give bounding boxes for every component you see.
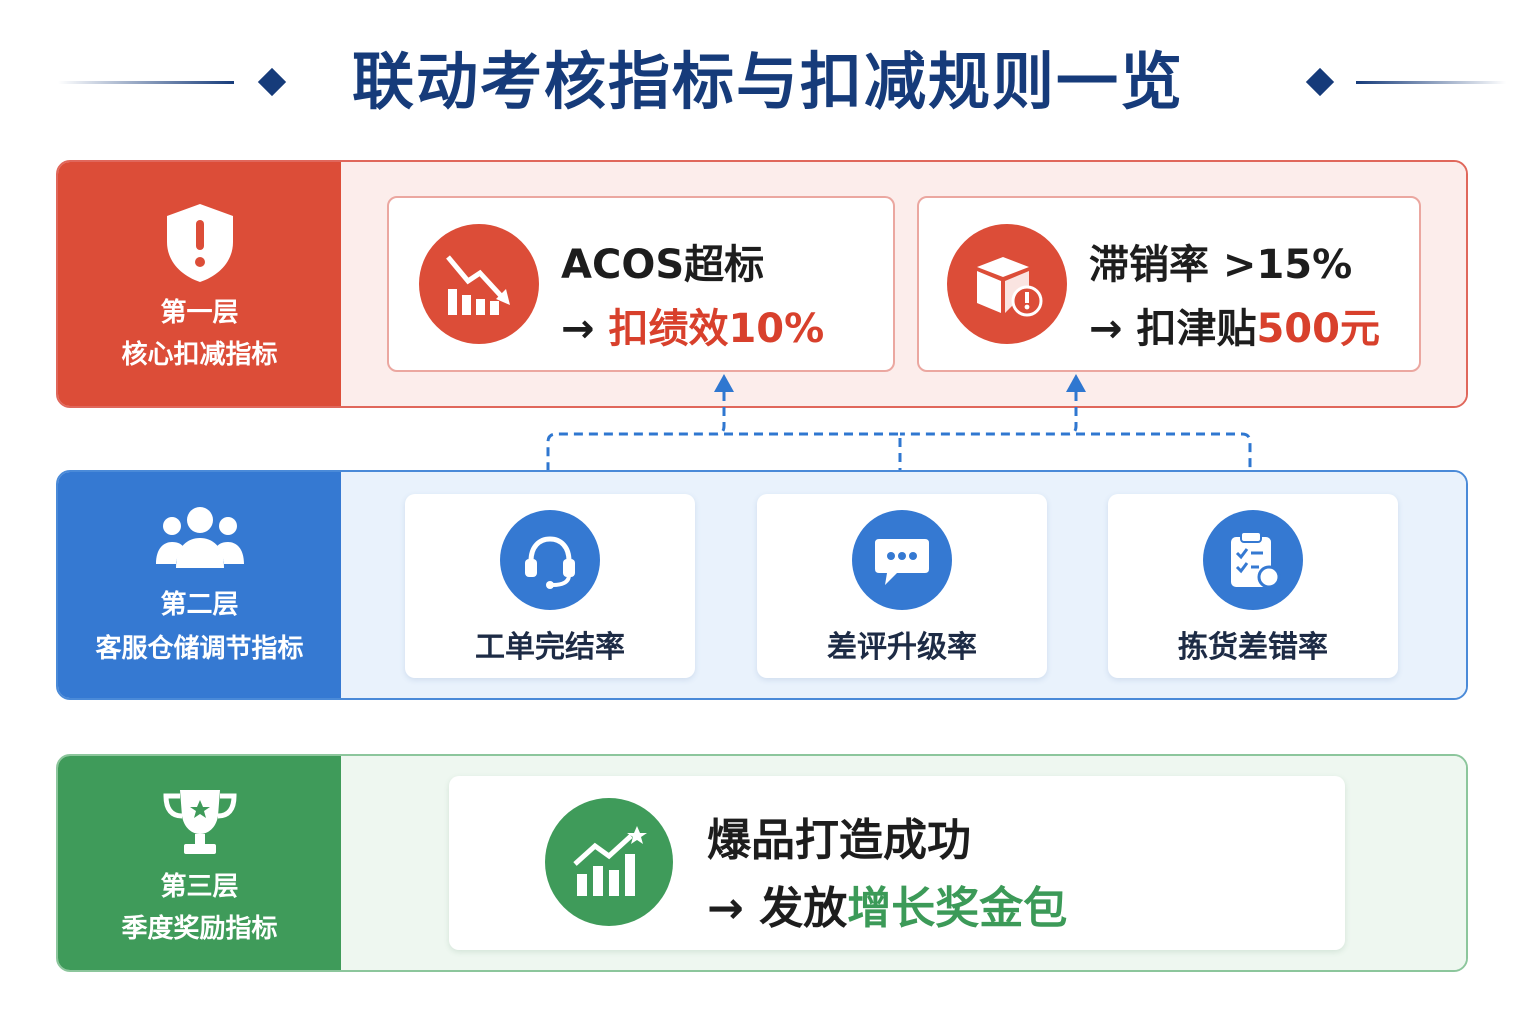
tier-service-side: 第二层 客服仓储调节指标 [58, 472, 341, 698]
headset-icon [500, 510, 600, 610]
tier-reward-subtitle: 季度奖励指标 [121, 914, 278, 944]
reward-card: 爆品打造成功 → 发放增长奖金包 [449, 776, 1345, 950]
acos-value: 10% [728, 306, 825, 352]
core-card-slow-sales: 滞销率 >15% → 扣津贴500元 [917, 196, 1421, 372]
tier-core-side: 第一层 核心扣减指标 [58, 162, 341, 406]
declining-chart-icon [419, 224, 539, 344]
ticket-completion-label: 工单完结率 [475, 630, 625, 665]
bad-review-label: 差评升级率 [827, 630, 977, 665]
page-title: 联动考核指标与扣减规则一览 [351, 45, 1184, 118]
slow-sales-condition: 滞销率 >15% [1089, 242, 1353, 288]
core-card-acos: ACOS超标 → 扣绩效10% [387, 196, 895, 372]
tier-core-panel: ACOS超标 → 扣绩效10% 滞销率 >15% → 扣津贴500 [341, 162, 1466, 406]
tier-service-subtitle: 客服仓储调节指标 [95, 634, 304, 664]
slow-sales-arrow: → [1089, 306, 1123, 352]
title-deco-line-left [58, 81, 234, 84]
acos-action: 扣绩效 [608, 306, 729, 352]
team-icon [58, 502, 341, 572]
reward-value: 增长奖金包 [847, 883, 1068, 934]
tier-reward-side: 第三层 季度奖励指标 [58, 756, 341, 970]
title-bar: 联动考核指标与扣减规则一览 [0, 36, 1536, 128]
acos-arrow: → [561, 306, 595, 352]
arrow-up-slow-sales [1066, 374, 1086, 392]
reward-condition: 爆品打造成功 [707, 815, 971, 866]
picking-error-label: 拣货差错率 [1178, 630, 1328, 665]
tier-core: 第一层 核心扣减指标 ACOS超标 → 扣绩效10% [56, 160, 1468, 408]
title-deco-line-right [1356, 81, 1506, 84]
slow-sales-action: 扣津贴 [1136, 306, 1257, 352]
tier-service-name: 第二层 [160, 590, 239, 620]
tier-core-subtitle: 核心扣减指标 [121, 340, 278, 370]
service-card-ticket: 工单完结率 [405, 494, 695, 678]
clipboard-check-icon [1203, 510, 1303, 610]
connector-right [1076, 432, 1252, 476]
tier-reward: 第三层 季度奖励指标 爆品打造成功 → 发放增长奖金包 [56, 754, 1468, 972]
box-alert-icon [947, 224, 1067, 344]
reward-result: → 发放增长奖金包 [707, 872, 1067, 936]
tier-service-panel: 工单完结率 差评升级率 [341, 472, 1466, 698]
slow-sales-result: → 扣津贴500元 [1089, 296, 1380, 354]
connector-left [546, 392, 726, 476]
shield-alert-icon [58, 202, 341, 284]
slow-sales-value: 500元 [1256, 306, 1380, 352]
service-card-picking: 拣货差错率 [1108, 494, 1398, 678]
reward-arrow: → [707, 883, 744, 934]
acos-condition: ACOS超标 [561, 242, 765, 288]
tier-service: 第二层 客服仓储调节指标 工单完结率 [56, 470, 1468, 700]
growth-chart-icon [545, 798, 673, 926]
trophy-icon [58, 786, 341, 858]
tier-reward-panel: 爆品打造成功 → 发放增长奖金包 [341, 756, 1466, 970]
arrow-up-acos [714, 374, 734, 392]
acos-result: → 扣绩效10% [561, 296, 824, 354]
tier-core-name: 第一层 [160, 298, 239, 328]
connector-middle-right [900, 392, 1078, 436]
reward-action: 发放 [759, 883, 848, 934]
tier-reward-name: 第三层 [160, 872, 239, 902]
service-card-review: 差评升级率 [757, 494, 1047, 678]
connector-middle-left [724, 432, 902, 476]
chat-bubble-icon [852, 510, 952, 610]
